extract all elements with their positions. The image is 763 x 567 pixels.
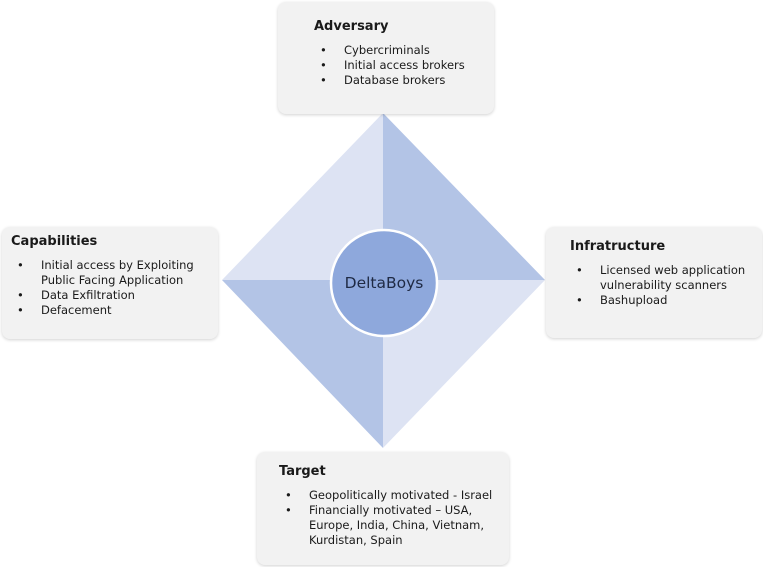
center-label: DeltaBoys xyxy=(344,274,424,292)
list-item: •Financially motivated – USA, Europe, In… xyxy=(285,503,485,547)
capabilities-box: Capabilities •Initial access by Exploiti… xyxy=(2,227,218,339)
quadrant-top-right xyxy=(383,113,545,280)
adversary-title: Adversary xyxy=(314,19,389,34)
quadrant-bottom-left xyxy=(222,280,383,448)
target-title: Target xyxy=(279,464,326,479)
target-list: •Geopolitically motivated - Israel •Fina… xyxy=(279,488,501,548)
list-item: •Database brokers xyxy=(320,73,446,87)
list-item: •Data Exfiltration xyxy=(17,288,135,302)
list-item: •Cybercriminals xyxy=(320,43,430,57)
infrastructure-box: Infratructure •Licensed web application … xyxy=(546,227,762,338)
list-item: •Initial access brokers xyxy=(320,58,465,72)
adversary-list: •Cybercriminals •Initial access brokers … xyxy=(314,43,484,88)
list-item: •Licensed web application vulnerability … xyxy=(576,263,746,292)
adversary-box: Adversary •Cybercriminals •Initial acces… xyxy=(278,2,494,114)
capabilities-title: Capabilities xyxy=(11,234,98,249)
infrastructure-title: Infratructure xyxy=(570,239,666,254)
list-item: •Initial access by Exploiting Public Fac… xyxy=(17,258,194,287)
quadrant-top-left xyxy=(222,113,383,280)
list-item: •Defacement xyxy=(17,303,112,317)
target-box: Target •Geopolitically motivated - Israe… xyxy=(257,452,509,565)
center-circle xyxy=(329,228,439,338)
list-item: •Geopolitically motivated - Israel xyxy=(285,488,493,502)
quadrant-bottom-right xyxy=(383,280,545,448)
capabilities-list: •Initial access by Exploiting Public Fac… xyxy=(11,258,210,318)
list-item: •Bashupload xyxy=(576,293,668,307)
infrastructure-list: •Licensed web application vulnerability … xyxy=(570,263,754,308)
